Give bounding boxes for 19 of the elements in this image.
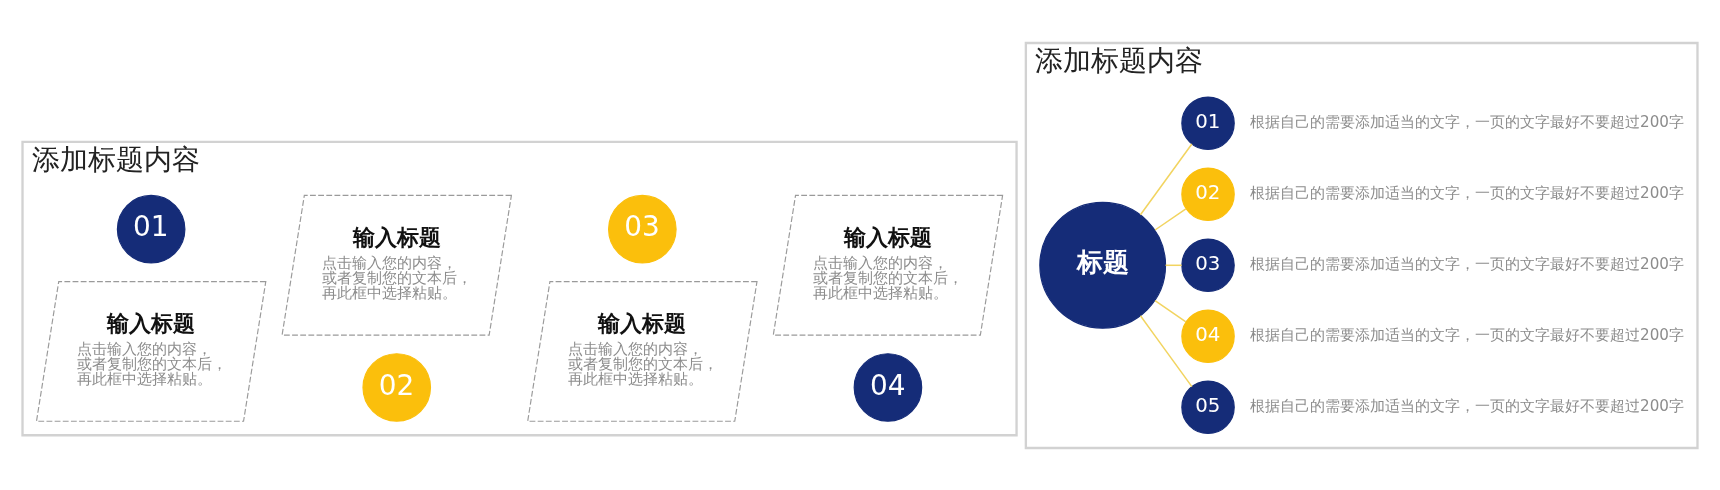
node-circle: 标题 <box>1039 201 1167 329</box>
node-label: 根据自己的需要添加适当的文字，一页的文字最好不要超过200字 <box>1250 325 1684 344</box>
node-circle: 02 <box>1181 167 1235 221</box>
node-label: 根据自己的需要添加适当的文字，一页的文字最好不要超过200字 <box>1250 112 1684 131</box>
connector <box>1139 142 1193 216</box>
node-circle: 04 <box>853 352 923 422</box>
node-label: 根据自己的需要添加适当的文字，一页的文字最好不要超过200字 <box>1250 396 1684 415</box>
node-label: 根据自己的需要添加适当的文字，一页的文字最好不要超过200字 <box>1250 183 1684 202</box>
connector <box>1139 314 1193 387</box>
node-circle: 01 <box>1181 96 1235 150</box>
node-circle: 03 <box>1181 238 1235 292</box>
node-circle: 01 <box>116 194 186 264</box>
connector <box>1154 207 1187 231</box>
node-circle: 04 <box>1181 309 1235 363</box>
connector <box>1154 299 1187 323</box>
node-label: 根据自己的需要添加适当的文字，一页的文字最好不要超过200字 <box>1250 254 1684 273</box>
node-circle: 02 <box>362 352 432 422</box>
node-circle: 05 <box>1181 380 1235 434</box>
node-circle: 03 <box>608 194 677 264</box>
